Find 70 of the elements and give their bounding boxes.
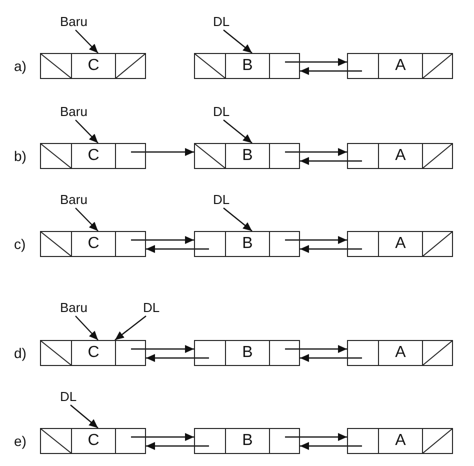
arrow [285, 433, 347, 441]
pointer-label: DL [213, 14, 230, 30]
node-value: C [88, 432, 100, 450]
node-value: A [395, 432, 406, 450]
row-label: d) [14, 345, 26, 361]
list-node-box [194, 340, 300, 366]
pointer-label: Baru [60, 300, 88, 316]
list-node-box [40, 53, 146, 79]
arrow [131, 148, 194, 156]
list-node-box [347, 231, 453, 257]
arrow [146, 245, 209, 253]
node-value: B [242, 432, 253, 450]
node-value: B [242, 147, 253, 165]
arrow [131, 236, 194, 244]
node-value: A [395, 235, 406, 253]
row-label: c) [14, 236, 26, 252]
node-value: A [395, 147, 406, 165]
arrow [285, 148, 347, 156]
node-value: A [395, 344, 406, 362]
leader-line [114, 316, 146, 340]
node-value: C [88, 57, 100, 75]
node-value: C [88, 235, 100, 253]
arrow [131, 433, 194, 441]
arrow [300, 245, 362, 253]
list-node-box [194, 428, 300, 454]
arrow [300, 157, 362, 165]
leader-line [75, 120, 98, 144]
row-label: e) [14, 433, 26, 449]
arrow [285, 345, 347, 353]
leader-line [70, 404, 98, 428]
row-label: a) [14, 58, 26, 74]
leader-line [75, 208, 98, 232]
list-node-box [194, 231, 300, 257]
arrow [146, 442, 209, 450]
arrow [285, 58, 347, 66]
arrow [131, 345, 194, 353]
node-value: C [88, 344, 100, 362]
row-label: b) [14, 148, 26, 164]
node-value: B [242, 235, 253, 253]
leader-line [223, 30, 252, 54]
node-value: A [395, 57, 406, 75]
list-node-box [347, 143, 453, 169]
node-value: C [88, 147, 100, 165]
pointer-label: DL [213, 192, 230, 208]
list-node-box [40, 143, 146, 169]
leader-line [223, 120, 252, 144]
list-node-box [194, 143, 300, 169]
arrow [300, 354, 362, 362]
node-value: B [242, 57, 253, 75]
list-node-box [40, 231, 146, 257]
list-node-box [40, 340, 146, 366]
arrow [300, 67, 362, 75]
pointer-label: DL [60, 389, 77, 405]
list-node-box [347, 428, 453, 454]
pointer-label: Baru [60, 104, 88, 120]
list-node-box [347, 53, 453, 79]
list-node-box [347, 340, 453, 366]
list-node-box [40, 428, 146, 454]
pointer-label: DL [143, 300, 160, 316]
pointer-label: Baru [60, 14, 88, 30]
arrow [300, 442, 362, 450]
pointer-label: Baru [60, 192, 88, 208]
arrow [146, 354, 209, 362]
leader-line [223, 208, 252, 232]
node-value: B [242, 344, 253, 362]
leader-line [75, 30, 98, 54]
list-node-box [194, 53, 300, 79]
pointer-label: DL [213, 104, 230, 120]
leader-line [75, 316, 98, 340]
arrow [285, 236, 347, 244]
